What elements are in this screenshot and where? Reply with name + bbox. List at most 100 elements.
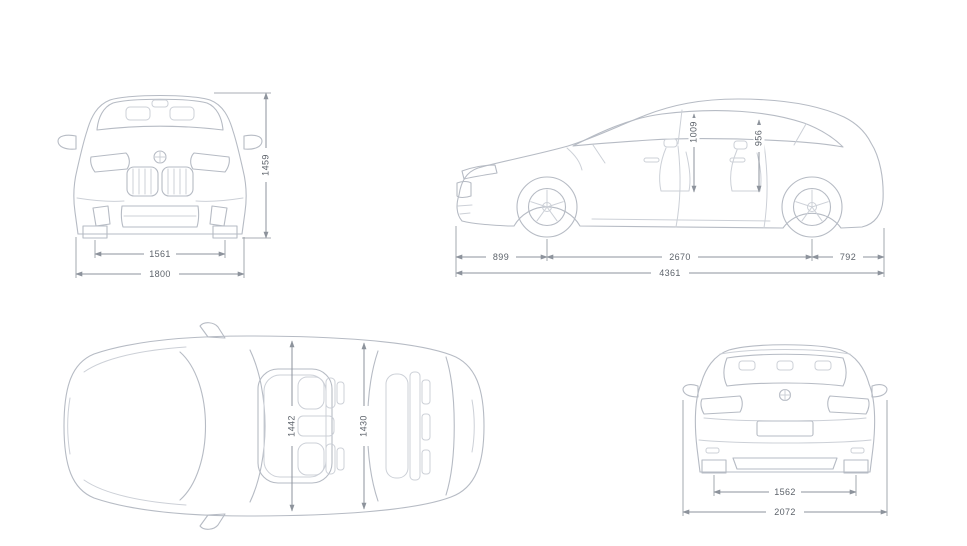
front-fog-vent-left — [92, 205, 111, 227]
dim-overall-length: 4361 — [455, 267, 885, 279]
dim-front-overall-width: 1800 — [75, 237, 245, 280]
rear-body-outline — [694, 344, 876, 473]
rear-wheel — [781, 176, 843, 238]
dim-front-interior-width-label: 1442 — [286, 415, 296, 437]
dim-front-headroom-label: 1009 — [688, 121, 698, 143]
brand-roundel-rear — [778, 388, 792, 402]
dim-rear-interior-width-label: 1430 — [358, 415, 368, 437]
dim-wheelbase: 2670 — [546, 251, 813, 263]
windshield-cowl-arc — [179, 351, 207, 501]
top-body-outline — [63, 335, 485, 517]
dim-wheelbase-label: 2670 — [669, 252, 691, 262]
mirror-top — [199, 322, 226, 339]
hood-line-bottom — [83, 479, 187, 506]
rear-roof-inner-line — [719, 349, 851, 355]
rearview-mirror — [151, 99, 169, 108]
kidney-grille — [126, 166, 194, 197]
rear-headrest-center — [776, 360, 794, 371]
front-headrest-left — [125, 106, 151, 121]
front-seat-top-right — [297, 442, 345, 476]
taillight-left — [700, 395, 743, 415]
front-door-handle — [643, 157, 660, 163]
rear-door-seam — [763, 143, 768, 229]
license-plate — [756, 420, 814, 437]
dim-width-incl-mirrors: 2072 — [682, 400, 888, 518]
dim-rear-overhang-label: 792 — [840, 252, 856, 262]
rear-door-handle — [729, 157, 746, 163]
side-mirror-right — [243, 134, 263, 150]
rear-headrest-right — [814, 360, 832, 371]
dim-rear-headroom-label: 956 — [753, 130, 763, 146]
tailgate-arc — [445, 356, 455, 496]
front-wheel-right — [212, 225, 238, 239]
side-extension-lines — [455, 226, 885, 277]
dim-rear-interior-width: 1430 — [358, 342, 370, 510]
center-console — [297, 415, 335, 437]
side-bumper-lines — [457, 204, 473, 215]
rear-mirror-right — [871, 384, 888, 398]
front-door-seam — [675, 145, 681, 228]
rear-window — [723, 353, 847, 387]
side-window-band — [572, 110, 844, 148]
side-headlight — [461, 164, 498, 180]
dim-front-height-label: 1459 — [260, 154, 270, 176]
dim-front-interior-width: 1442 — [286, 340, 298, 512]
side-kidney-grille — [456, 180, 472, 199]
front-lower-intake — [120, 205, 200, 228]
dim-front-overhang-label: 899 — [493, 252, 509, 262]
dim-rear-headroom: 956 — [753, 119, 765, 193]
dim-width-incl-mirrors-label: 2072 — [774, 507, 796, 517]
hood-line-top — [83, 346, 187, 373]
dim-front-track: 1561 — [94, 240, 226, 260]
sunroof-inner — [263, 374, 327, 478]
dim-overall-length-label: 4361 — [659, 268, 681, 278]
rear-bench-top — [385, 371, 431, 481]
c-pillar — [793, 123, 807, 146]
side-body-outline — [456, 98, 884, 229]
front-body-outline — [73, 94, 247, 235]
headlight-left — [90, 152, 130, 173]
rear-bumper-top-line — [698, 439, 872, 444]
headlight-right — [190, 152, 230, 173]
side-mirror-left — [57, 134, 77, 150]
dim-front-track-label: 1561 — [149, 249, 171, 259]
interior-front-seat — [659, 138, 691, 192]
sunroof-outer — [257, 368, 333, 484]
front-fog-vent-right — [209, 205, 228, 227]
rear-mirror-left — [682, 384, 699, 398]
rocker-line — [591, 218, 771, 222]
front-seat-top-left — [297, 376, 345, 410]
rear-bumper-seam — [471, 399, 475, 453]
steering-column — [592, 144, 606, 164]
rear-wheel-right — [843, 459, 869, 474]
dashboard-line — [566, 147, 583, 171]
dim-front-overhang: 899 — [455, 251, 548, 263]
rear-wheel-left — [701, 459, 727, 474]
front-wheel-left — [82, 225, 108, 239]
brand-roundel-front — [153, 150, 167, 164]
side-view: 1009 956 899 2670 792 4361 — [455, 98, 885, 279]
front-bumper-crease-right — [195, 197, 244, 202]
front-bumper-seam — [67, 397, 71, 455]
rear-headrest-left — [738, 360, 756, 371]
front-windshield — [96, 98, 224, 131]
top-view: 1442 1430 — [63, 322, 485, 530]
rear-reflector-left — [705, 447, 720, 454]
rear-diffuser — [732, 457, 838, 470]
front-headrest-right — [169, 106, 195, 121]
dim-rear-overhang: 792 — [811, 251, 885, 263]
dim-rear-track: 1562 — [713, 475, 857, 498]
dim-front-height: 1459 — [214, 92, 272, 239]
dim-rear-track-label: 1562 — [774, 487, 796, 497]
dim-front-headroom: 1009 — [688, 113, 700, 193]
mirror-bottom — [199, 513, 226, 530]
front-wheel — [516, 176, 578, 238]
rear-view: 1562 2072 — [682, 344, 888, 518]
front-view: 1561 1800 1459 — [57, 92, 272, 280]
front-bumper-crease-left — [76, 197, 125, 202]
roof-front-arc — [249, 349, 266, 503]
dim-front-width-label: 1800 — [149, 269, 171, 279]
rear-reflector-right — [850, 447, 865, 454]
taillight-right — [827, 395, 870, 415]
